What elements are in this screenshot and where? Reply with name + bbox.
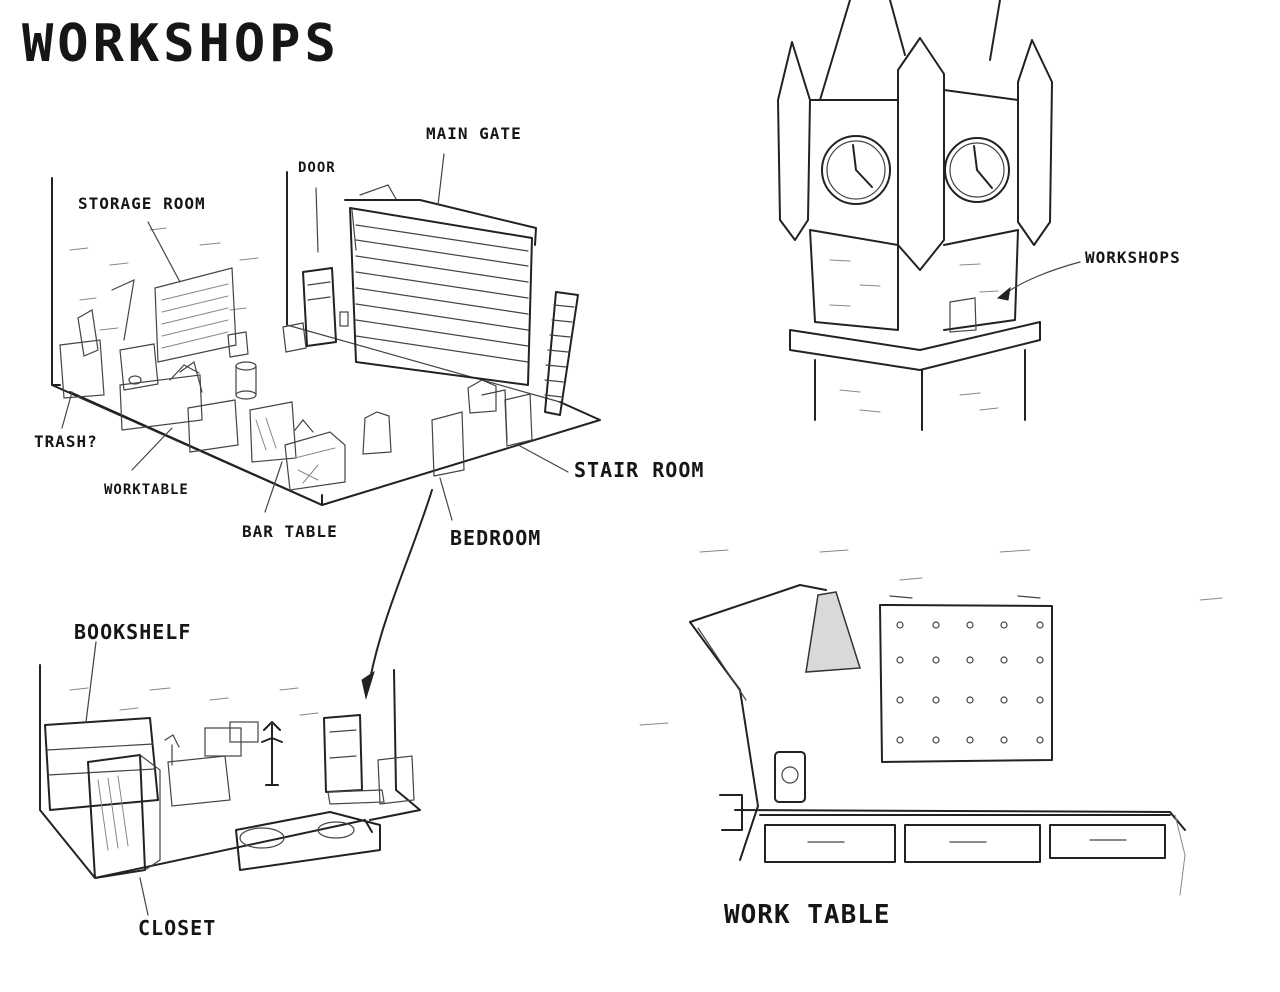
label-tower-workshops: WORKSHOPS bbox=[1085, 248, 1181, 267]
workshop-floorplan bbox=[51, 153, 601, 700]
label-main-gate: MAIN GATE bbox=[426, 124, 522, 143]
label-stair-room: STAIR ROOM bbox=[574, 458, 705, 482]
worktable-detail bbox=[639, 549, 1223, 896]
label-bookshelf: BOOKSHELF bbox=[74, 620, 192, 644]
label-work-table: WORK TABLE bbox=[724, 900, 891, 930]
bedroom-detail bbox=[39, 641, 421, 916]
label-storage-room: STORAGE ROOM bbox=[78, 194, 206, 213]
label-bar-table: BAR TABLE bbox=[242, 522, 338, 541]
label-closet: CLOSET bbox=[138, 916, 217, 940]
label-worktable: WORKTABLE bbox=[104, 482, 189, 498]
label-bedroom: BEDROOM bbox=[450, 526, 542, 550]
label-door: DOOR bbox=[298, 160, 336, 176]
sheet-title: WORKSHOPS bbox=[22, 14, 340, 74]
clock-tower bbox=[777, 0, 1081, 431]
label-trash: TRASH? bbox=[34, 432, 98, 451]
